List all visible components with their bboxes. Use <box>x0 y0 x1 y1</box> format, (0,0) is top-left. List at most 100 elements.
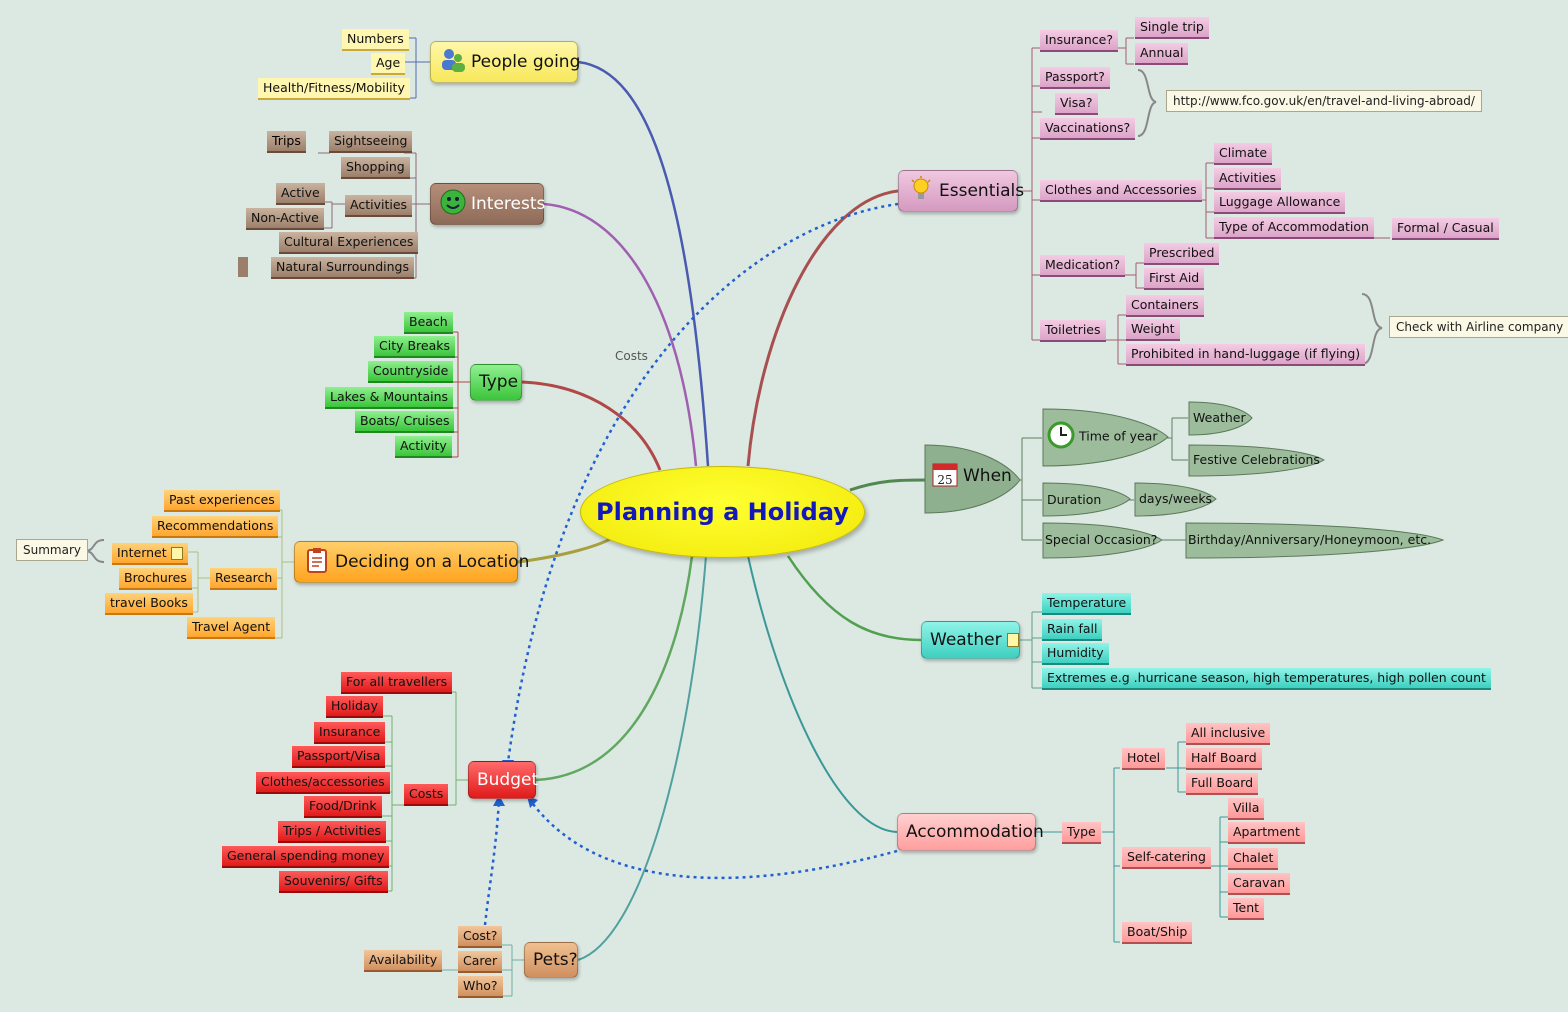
subtopic-holiday[interactable]: Holiday <box>326 696 383 718</box>
subtopic-beach[interactable]: Beach <box>404 312 453 334</box>
subtopic-villa[interactable]: Villa <box>1228 798 1265 820</box>
collapsed-marker[interactable] <box>238 257 248 277</box>
subtopic-duration[interactable]: Duration <box>1047 492 1102 507</box>
subtopic-first-aid[interactable]: First Aid <box>1144 268 1205 290</box>
subtopic-weight[interactable]: Weight <box>1126 319 1180 341</box>
subtopic-trips[interactable]: Trips <box>267 131 306 153</box>
topic-budget[interactable]: Budget <box>468 761 538 799</box>
subtopic-travel-books[interactable]: travel Books <box>105 593 193 615</box>
subtopic-temperature[interactable]: Temperature <box>1042 593 1132 615</box>
subtopic-brochures[interactable]: Brochures <box>119 568 192 590</box>
subtopic-cultural-experiences[interactable]: Cultural Experiences <box>279 232 419 254</box>
subtopic-research[interactable]: Research <box>210 568 278 590</box>
subtopic-age[interactable]: Age <box>371 53 406 75</box>
subtopic-prescribed[interactable]: Prescribed <box>1144 243 1220 265</box>
subtopic-weather-when[interactable]: Weather <box>1193 410 1246 425</box>
topic-deciding-location[interactable]: Deciding on a Location <box>294 541 529 583</box>
subtopic-sightseeing[interactable]: Sightseeing <box>329 131 413 153</box>
subtopic-tent[interactable]: Tent <box>1228 898 1265 920</box>
subtopic-activities[interactable]: Activities <box>345 195 413 217</box>
subtopic-days-weeks[interactable]: days/weeks <box>1139 491 1213 506</box>
subtopic-full-board[interactable]: Full Board <box>1186 773 1259 795</box>
subtopic-insurance[interactable]: Insurance <box>314 722 386 744</box>
subtopic-caravan[interactable]: Caravan <box>1228 873 1291 895</box>
subtopic-birthday-anniversary[interactable]: Birthday/Anniversary/Honeymoon, etc. <box>1188 532 1432 547</box>
fco-url-callout[interactable]: http://www.fco.gov.uk/en/travel-and-livi… <box>1166 90 1482 112</box>
subtopic-festive-celebrations[interactable]: Festive Celebrations <box>1193 452 1320 467</box>
subtopic-who[interactable]: Who? <box>458 976 503 998</box>
subtopic-extremes[interactable]: Extremes e.g .hurricane season, high tem… <box>1042 668 1491 690</box>
subtopic-formal-casual[interactable]: Formal / Casual <box>1392 218 1499 240</box>
subtopic-past-experiences[interactable]: Past experiences <box>164 490 280 512</box>
topic-when-label: When <box>963 466 1012 486</box>
subtopic-internet-label: Internet <box>117 545 167 560</box>
subtopic-health-fitness[interactable]: Health/Fitness/Mobility <box>258 78 410 100</box>
subtopic-chalet[interactable]: Chalet <box>1228 848 1279 870</box>
subtopic-clothes-accessories[interactable]: Clothes/accessories <box>256 772 390 794</box>
subtopic-type-of-accommodation[interactable]: Type of Accommodation <box>1214 217 1374 239</box>
subtopic-recommendations[interactable]: Recommendations <box>152 516 279 538</box>
subtopic-internet[interactable]: Internet <box>112 543 188 565</box>
central-topic[interactable]: Planning a Holiday <box>580 466 865 558</box>
topic-interests[interactable]: Interests <box>430 183 545 225</box>
note-icon[interactable] <box>1006 633 1019 647</box>
subtopic-for-all-travellers[interactable]: For all travellers <box>341 672 453 694</box>
subtopic-containers[interactable]: Containers <box>1126 295 1204 317</box>
subtopic-city-breaks[interactable]: City Breaks <box>374 336 456 358</box>
subtopic-hotel[interactable]: Hotel <box>1122 748 1166 770</box>
subtopic-clothes-and-accessories[interactable]: Clothes and Accessories <box>1040 180 1202 202</box>
subtopic-costs[interactable]: Costs <box>404 784 449 806</box>
subtopic-lakes-mountains[interactable]: Lakes & Mountains <box>325 387 454 409</box>
subtopic-passport[interactable]: Passport? <box>1040 67 1110 89</box>
subtopic-boats-cruises[interactable]: Boats/ Cruises <box>355 411 455 433</box>
subtopic-luggage-allowance[interactable]: Luggage Allowance <box>1214 192 1346 214</box>
airline-callout[interactable]: Check with Airline company <box>1389 316 1568 338</box>
subtopic-half-board[interactable]: Half Board <box>1186 748 1262 770</box>
topic-pets[interactable]: Pets? <box>524 942 578 978</box>
subtopic-activity[interactable]: Activity <box>395 436 452 458</box>
subtopic-toiletries[interactable]: Toiletries <box>1040 320 1106 342</box>
subtopic-non-active[interactable]: Non-Active <box>246 208 324 230</box>
subtopic-annual[interactable]: Annual <box>1135 43 1189 65</box>
topic-weather[interactable]: Weather <box>921 621 1020 659</box>
subtopic-general-spending[interactable]: General spending money <box>222 846 390 868</box>
subtopic-shopping[interactable]: Shopping <box>341 157 410 179</box>
subtopic-humidity[interactable]: Humidity <box>1042 643 1109 665</box>
subtopic-vaccinations[interactable]: Vaccinations? <box>1040 118 1136 140</box>
subtopic-self-catering[interactable]: Self-catering <box>1122 847 1211 869</box>
subtopic-insurance-q[interactable]: Insurance? <box>1040 30 1118 52</box>
subtopic-medication[interactable]: Medication? <box>1040 255 1125 277</box>
subtopic-carer[interactable]: Carer <box>458 951 503 973</box>
subtopic-cost[interactable]: Cost? <box>458 926 503 948</box>
subtopic-climate[interactable]: Climate <box>1214 143 1273 165</box>
subtopic-prohibited[interactable]: Prohibited in hand-luggage (if flying) <box>1126 344 1366 366</box>
subtopic-countryside[interactable]: Countryside <box>368 361 454 383</box>
subtopic-time-of-year[interactable]: Time of year <box>1042 421 1162 450</box>
subtopic-boat-ship[interactable]: Boat/Ship <box>1122 922 1193 944</box>
subtopic-natural-surroundings[interactable]: Natural Surroundings <box>271 257 414 279</box>
subtopic-activities-essentials[interactable]: Activities <box>1214 168 1282 190</box>
topic-accommodation[interactable]: Accommodation <box>897 813 1044 851</box>
subtopic-visa[interactable]: Visa? <box>1055 93 1098 115</box>
topic-essentials[interactable]: Essentials <box>898 170 1024 212</box>
subtopic-passport-visa[interactable]: Passport/Visa <box>292 746 386 768</box>
subtopic-apartment[interactable]: Apartment <box>1228 822 1305 844</box>
subtopic-active[interactable]: Active <box>276 183 325 205</box>
subtopic-travel-agent[interactable]: Travel Agent <box>187 617 276 639</box>
time-of-year-shape <box>1042 408 1169 467</box>
topic-people-going[interactable]: People going <box>430 41 580 83</box>
subtopic-food-drink[interactable]: Food/Drink <box>304 796 382 818</box>
subtopic-trips-activities[interactable]: Trips / Activities <box>278 821 387 843</box>
subtopic-accom-type[interactable]: Type <box>1062 822 1101 844</box>
subtopic-availability[interactable]: Availability <box>364 950 443 972</box>
note-icon[interactable] <box>170 547 183 560</box>
subtopic-all-inclusive[interactable]: All inclusive <box>1186 723 1271 745</box>
subtopic-single-trip[interactable]: Single trip <box>1135 17 1209 39</box>
subtopic-souvenirs-gifts[interactable]: Souvenirs/ Gifts <box>279 871 388 893</box>
topic-type[interactable]: Type <box>470 364 522 401</box>
summary-callout[interactable]: Summary <box>16 539 88 561</box>
subtopic-rain-fall[interactable]: Rain fall <box>1042 619 1103 641</box>
subtopic-special-occasion[interactable]: Special Occasion? <box>1045 532 1158 547</box>
subtopic-numbers[interactable]: Numbers <box>342 29 409 51</box>
